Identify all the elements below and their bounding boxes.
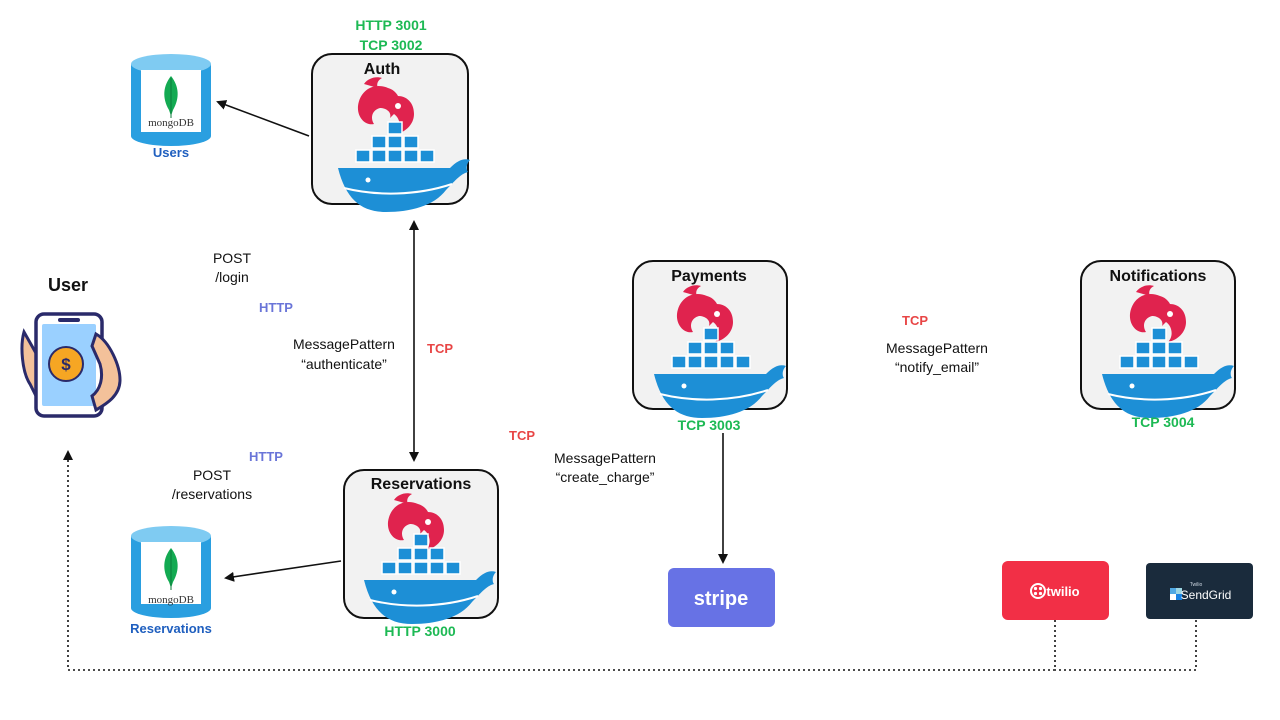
- reservations-path: /reservations: [172, 486, 252, 502]
- users-db-label: Users: [153, 145, 189, 160]
- authenticate-label: MessagePattern: [293, 336, 395, 352]
- login-method: POST: [213, 250, 252, 266]
- auth-http-port: HTTP 3001: [355, 17, 427, 33]
- notify-email-label: MessagePattern: [886, 340, 988, 356]
- reservations-db-logo-text: mongoDB: [148, 594, 194, 606]
- authenticate-protocol: TCP: [427, 341, 453, 356]
- user-phone-icon: $: [20, 312, 122, 418]
- reservations-to-db-arrow: [224, 560, 342, 582]
- sendgrid-logo: Twilio SendGrid: [1146, 563, 1253, 619]
- login-path: /login: [215, 269, 248, 285]
- notifications-service: Notifications: [1080, 260, 1236, 419]
- reservations-service: Reservations: [343, 469, 499, 625]
- create-charge-label: MessagePattern: [554, 450, 656, 466]
- users-db-logo-text: mongoDB: [148, 117, 194, 129]
- authenticate-pattern: “authenticate”: [301, 356, 387, 372]
- mongodb-icon: [130, 53, 212, 147]
- user-label: User: [48, 275, 88, 295]
- reservations-service-title: Reservations: [371, 476, 472, 493]
- twilio-wordmark: twilio: [1046, 584, 1079, 599]
- reservations-database: mongoDB: [130, 525, 212, 619]
- payments-service: Payments: [632, 260, 788, 419]
- stripe-logo: stripe: [668, 568, 775, 627]
- auth-tcp-port: TCP 3002: [360, 37, 423, 53]
- payments-tcp-port: TCP 3003: [678, 417, 741, 433]
- create-charge-protocol: TCP: [509, 428, 535, 443]
- sendgrid-subtext: Twilio: [1190, 582, 1203, 588]
- reservations-method: POST: [193, 467, 232, 483]
- notifications-service-title: Notifications: [1110, 268, 1207, 285]
- payments-service-title: Payments: [671, 268, 747, 285]
- svg-text:$: $: [61, 355, 71, 374]
- reservations-db-label: Reservations: [130, 621, 212, 636]
- users-database: mongoDB: [130, 53, 212, 147]
- auth-service-title: Auth: [364, 61, 400, 78]
- providers-to-user-dotted-line: [63, 450, 1056, 671]
- sendgrid-wordmark: SendGrid: [1181, 588, 1232, 602]
- notify-email-pattern: “notify_email”: [895, 359, 979, 375]
- notifications-tcp-port: TCP 3004: [1132, 414, 1195, 430]
- reservations-protocol: HTTP: [249, 449, 283, 464]
- reservations-http-port: HTTP 3000: [384, 623, 456, 639]
- login-protocol: HTTP: [259, 300, 293, 315]
- sendgrid-dotted-line: [1055, 620, 1197, 671]
- auth-service: Auth: [311, 53, 471, 213]
- stripe-wordmark: stripe: [694, 588, 748, 610]
- twilio-logo: twilio: [1002, 561, 1109, 620]
- notify-email-protocol: TCP: [902, 313, 928, 328]
- create-charge-pattern: “create_charge”: [556, 469, 655, 485]
- auth-to-users-db-arrow: [216, 100, 310, 137]
